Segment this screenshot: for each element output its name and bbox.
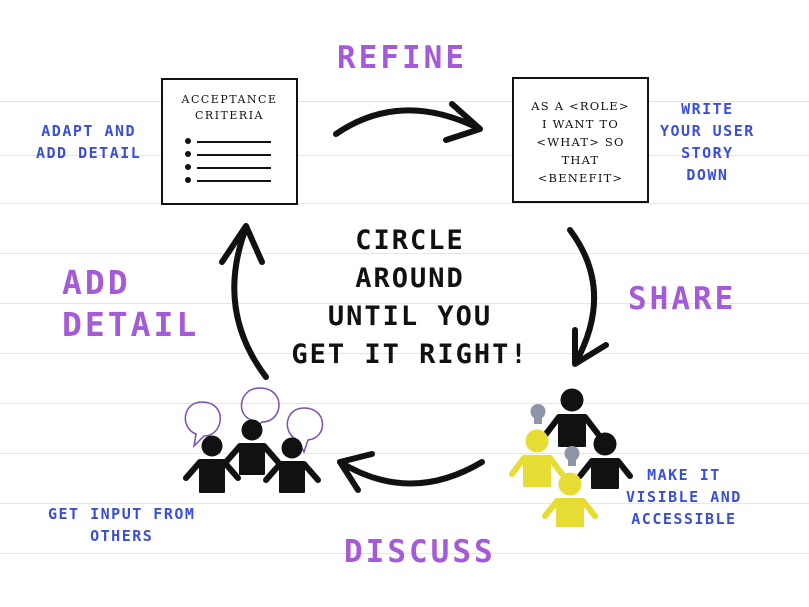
note-line: MAKE IT xyxy=(647,466,721,484)
note-line: GET INPUT FROM xyxy=(48,505,196,523)
story-line: THAT xyxy=(561,153,600,167)
user-story-card: AS A <ROLE> I WANT TO <WHAT> SO THAT <BE… xyxy=(512,77,649,203)
rule-line xyxy=(0,503,809,504)
note-visible: MAKE IT VISIBLE AND ACCESSIBLE xyxy=(626,464,742,530)
rule-line xyxy=(0,453,809,454)
note-line: DOWN xyxy=(686,166,729,184)
story-line: <BENEFIT> xyxy=(537,171,624,185)
story-line: <WHAT> SO xyxy=(536,135,625,149)
rule-line xyxy=(0,553,809,554)
criteria-bullet xyxy=(185,177,273,185)
stage-label-discuss: DISCUSS xyxy=(344,534,496,570)
discussion-group-icon xyxy=(183,387,324,493)
criteria-bullet xyxy=(185,138,273,146)
story-line: I WANT TO xyxy=(541,117,620,131)
add-detail-line: DETAIL xyxy=(62,305,200,344)
note-line: ACCESSIBLE xyxy=(631,510,737,528)
center-line: GET IT RIGHT! xyxy=(291,339,529,370)
stage-label-share: SHARE xyxy=(628,281,737,317)
story-line: AS A <ROLE> xyxy=(531,99,630,113)
note-write-story: WRITE YOUR USER STORY DOWN xyxy=(660,98,755,186)
stage-label-refine: REFINE xyxy=(337,40,467,76)
arrow-refine-icon xyxy=(333,101,483,143)
criteria-bullet xyxy=(185,164,273,172)
arrow-discuss-icon xyxy=(337,451,485,493)
criteria-bullet xyxy=(185,151,273,159)
note-line: ADD DETAIL xyxy=(36,144,142,162)
arrow-add-detail-icon xyxy=(219,223,269,380)
note-adapt: ADAPT AND ADD DETAIL xyxy=(36,120,141,164)
note-line: WRITE xyxy=(681,100,734,118)
rule-line xyxy=(0,101,809,102)
note-line: YOUR USER xyxy=(660,122,755,140)
stage-label-add-detail: ADD DETAIL xyxy=(62,262,199,346)
rule-line xyxy=(0,203,809,204)
note-line: VISIBLE AND xyxy=(626,488,742,506)
arrow-share-icon xyxy=(567,227,609,367)
note-line: ADAPT AND xyxy=(41,122,137,140)
center-line: AROUND xyxy=(355,263,465,294)
sharing-group-icon xyxy=(509,388,633,527)
note-line: STORY xyxy=(681,144,734,162)
note-line: OTHERS xyxy=(90,527,154,545)
note-get-input: GET INPUT FROM OTHERS xyxy=(48,503,195,547)
cycle-center-text: CIRCLE AROUND UNTIL YOU GET IT RIGHT! xyxy=(270,222,550,374)
acceptance-title-line: ACCEPTANCE xyxy=(181,93,278,106)
add-detail-line: ADD xyxy=(62,263,131,302)
acceptance-criteria-card: ACCEPTANCE CRITERIA xyxy=(161,78,298,205)
user-story-template: AS A <ROLE> I WANT TO <WHAT> SO THAT <BE… xyxy=(514,97,647,187)
rule-line xyxy=(0,353,809,354)
acceptance-title-line: CRITERIA xyxy=(195,109,264,122)
acceptance-criteria-title: ACCEPTANCE CRITERIA xyxy=(163,92,296,124)
rule-line xyxy=(0,403,809,404)
rule-line xyxy=(0,253,809,254)
center-line: CIRCLE xyxy=(355,225,465,256)
rule-line xyxy=(0,155,809,156)
rule-line xyxy=(0,303,809,304)
center-line: UNTIL YOU xyxy=(327,301,493,332)
